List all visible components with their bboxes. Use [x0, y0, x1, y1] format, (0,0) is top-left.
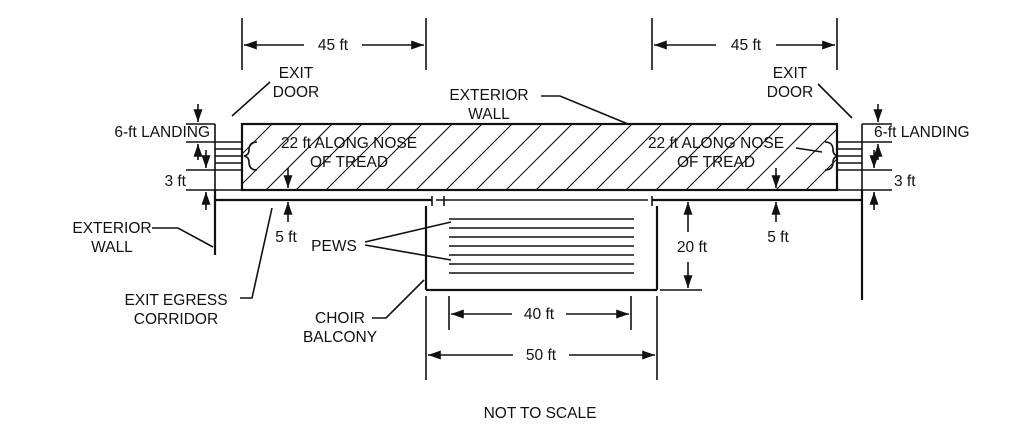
exterior-wall-top-line2: WALL [468, 106, 510, 123]
pews-label: PEWS [311, 221, 452, 261]
dim-left-landing-label: 3 ft [164, 173, 186, 190]
exit-door-left-line1: EXIT [279, 65, 314, 82]
exit-door-left-line2: DOOR [273, 84, 320, 101]
landing-label-right: 6-ft LANDING [874, 124, 970, 141]
hatch-line [325, 124, 393, 190]
choir-balcony-box [424, 206, 659, 292]
exit-corridor-line1: EXIT EGRESS [124, 292, 227, 309]
exit-door-right-line2: DOOR [767, 84, 814, 101]
hatch-line [565, 124, 633, 190]
pews-label-text: PEWS [311, 238, 357, 255]
hatch-line [385, 124, 453, 190]
exit-door-right-line1: EXIT [773, 65, 808, 82]
hatch-line [685, 124, 753, 190]
hatch-line [355, 124, 423, 190]
landing-label-left: 6-ft LANDING [114, 124, 210, 141]
dim-corridor-right-label: 5 ft [767, 229, 789, 246]
choir-balcony-line2: BALCONY [303, 329, 377, 346]
exterior-wall-top-label: EXTERIOR WALL [449, 87, 629, 125]
dim-right-width [651, 18, 838, 70]
tread-brace-right [824, 141, 839, 171]
exterior-wall-top-line1: EXTERIOR [449, 87, 528, 104]
dim-corridor-left-label: 5 ft [275, 229, 297, 246]
tread-label-right: 22 ft ALONG NOSE OF TREAD [648, 135, 823, 171]
hatch-line [475, 124, 543, 190]
exit-door-left: EXIT DOOR [231, 65, 320, 117]
walls [213, 190, 864, 300]
exterior-wall-left-label: EXTERIOR WALL [72, 220, 214, 256]
hatch-line [745, 124, 813, 190]
choir-balcony-label: CHOIR BALCONY [303, 279, 425, 346]
dim-balcony-width [425, 296, 658, 380]
hatch-line [445, 124, 513, 190]
hatch-line [805, 158, 837, 190]
not-to-scale-note: NOT TO SCALE [484, 405, 597, 422]
left-landing-treads [214, 124, 242, 190]
hatch-line [295, 124, 363, 190]
tread-label-left-line1: 22 ft ALONG NOSE [281, 135, 417, 152]
exit-corridor-label: EXIT EGRESS CORRIDOR [124, 207, 273, 328]
exterior-wall-left-line2: WALL [91, 239, 133, 256]
dim-left-width-label: 45 ft [318, 37, 349, 54]
hatch-line [505, 124, 573, 190]
hatch-line [595, 124, 663, 190]
exit-corridor-line2: CORRIDOR [134, 311, 218, 328]
hatch-line [242, 124, 273, 155]
dim-left-landing [186, 104, 242, 210]
dim-left-width [241, 18, 427, 70]
tread-label-left-line2: OF TREAD [310, 154, 388, 171]
hatch-line [775, 128, 837, 190]
tread-label-right-line1: 22 ft ALONG NOSE [648, 135, 784, 152]
hatch-line [535, 124, 603, 190]
tread-brace-left [243, 141, 258, 171]
hatch-line [625, 124, 693, 190]
dim-balcony-width-label: 50 ft [526, 347, 557, 364]
dim-right-landing-label: 3 ft [894, 173, 916, 190]
pews [449, 218, 634, 274]
dim-right-width-label: 45 ft [731, 37, 762, 54]
dim-pews-width [448, 296, 632, 330]
dim-right-landing [837, 104, 892, 210]
dim-pews-width-label: 40 ft [524, 306, 555, 323]
hatch-line [655, 124, 723, 190]
tread-label-left: 22 ft ALONG NOSE OF TREAD [281, 135, 417, 171]
dim-balcony-depth [660, 202, 702, 291]
tread-label-right-line2: OF TREAD [677, 154, 755, 171]
exit-door-right: EXIT DOOR [767, 65, 853, 119]
hatch-line [715, 124, 783, 190]
right-landing-treads [837, 124, 863, 190]
exterior-wall-left-line1: EXTERIOR [72, 220, 151, 237]
hatch-line [265, 124, 333, 190]
hatch-line [242, 124, 303, 185]
choir-balcony-line1: CHOIR [315, 310, 365, 327]
hatch-line [415, 124, 483, 190]
dim-balcony-depth-label: 20 ft [677, 239, 708, 256]
